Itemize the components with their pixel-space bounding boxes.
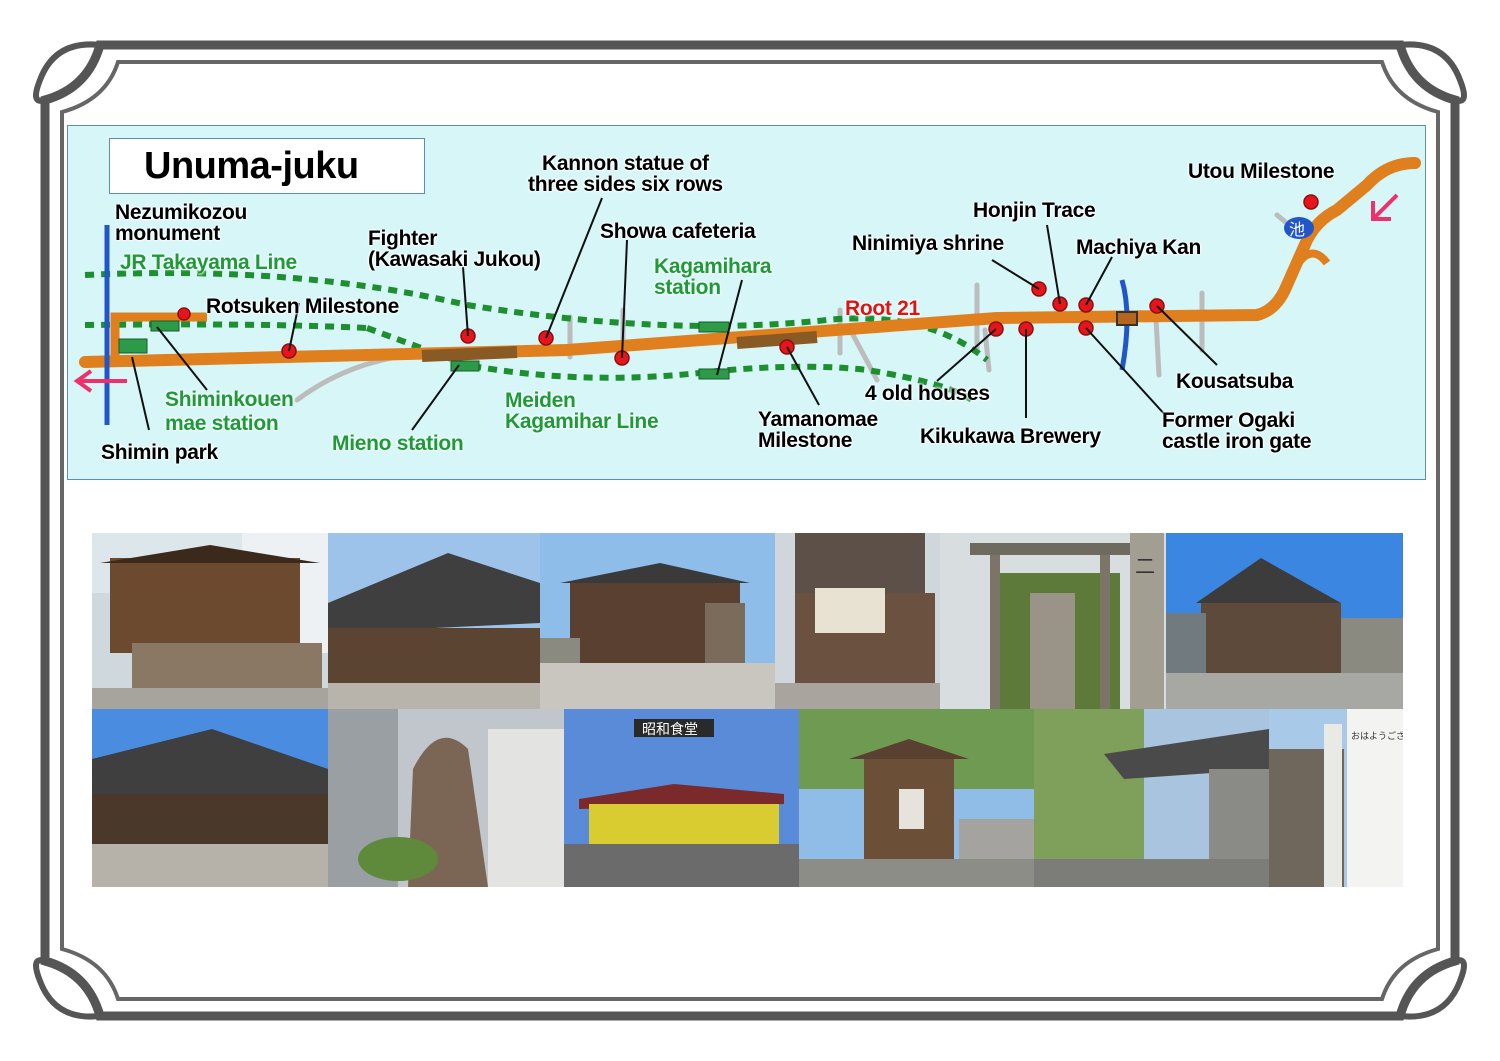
photo-kannon-stone bbox=[328, 709, 564, 887]
label-yamanomae-milestone: Yamanomae Milestone bbox=[758, 409, 878, 451]
shrine-pillar-text: 二 bbox=[1135, 554, 1155, 578]
photo-kikukawa-brewery bbox=[1166, 533, 1403, 709]
label-line: three sides six rows bbox=[528, 173, 723, 196]
photo-yamanomae-shrine bbox=[799, 709, 1034, 887]
label-line: Milestone bbox=[758, 429, 853, 452]
label-line: station bbox=[654, 276, 721, 299]
label-line: Shiminkouen bbox=[165, 388, 294, 411]
label-kikukawa-brewery: Kikukawa Brewery bbox=[920, 425, 1101, 448]
label-line: Yamanomae bbox=[758, 408, 878, 431]
label-line: castle iron gate bbox=[1162, 430, 1312, 453]
cafeteria-sign-text: 昭和食堂 bbox=[642, 721, 698, 738]
route-21-dark-section bbox=[421, 346, 518, 362]
leader-lines bbox=[131, 197, 1218, 431]
markers bbox=[177, 194, 1319, 366]
label-kannon-statue: Kannon statue of three sides six rows bbox=[528, 153, 723, 195]
label-utou-milestone: Utou Milestone bbox=[1188, 160, 1335, 183]
photo-old-house-1 bbox=[328, 533, 540, 709]
label-line: (Kawasaki Jukou) bbox=[368, 248, 541, 271]
label-route-21: Root 21 bbox=[845, 297, 920, 320]
label-shimin-park: Shimin park bbox=[101, 441, 218, 464]
label-line: monument bbox=[115, 222, 220, 245]
jr-takayama-line-lower bbox=[84, 321, 368, 331]
route-21-road bbox=[79, 157, 1421, 368]
label-line: Fighter bbox=[368, 227, 438, 250]
direction-arrow-southwest bbox=[1371, 193, 1399, 221]
label-mieno-station: Mieno station bbox=[332, 432, 464, 455]
route-21-dark-section-2 bbox=[736, 331, 818, 349]
photo-kousatsuba bbox=[92, 533, 328, 709]
bridge bbox=[1116, 311, 1138, 326]
label-former-ogaki-castle-iron-gate: Former Ogaki castle iron gate bbox=[1162, 409, 1312, 453]
direction-arrow-west bbox=[73, 369, 127, 393]
milestone-sign-text: おはようござ bbox=[1351, 730, 1403, 742]
label-fighter: Fighter (Kawasaki Jukou) bbox=[368, 228, 541, 270]
label-line: Kagamihar Line bbox=[505, 410, 659, 433]
label-shiminkouen-mae-station: Shiminkouen mae station bbox=[165, 389, 294, 434]
route-21-branch bbox=[110, 312, 207, 357]
photo-utou-milestone: おはようござ bbox=[1269, 709, 1403, 887]
photo-ogaki-castle-gate bbox=[540, 533, 775, 709]
label-line: Kagamihara bbox=[654, 255, 772, 278]
map-title-box: Unuma-juku bbox=[109, 138, 425, 194]
label-kagamihara-station: Kagamihara station bbox=[654, 255, 772, 299]
stations bbox=[118, 320, 730, 380]
label-machiya-kan: Machiya Kan bbox=[1076, 236, 1202, 259]
photo-showa-cafeteria: 昭和食堂 bbox=[564, 709, 799, 887]
route-map-graphics: 池 bbox=[73, 157, 1421, 431]
label-nezumikozou-monument: Nezumikozou monument bbox=[115, 202, 247, 244]
photo-ninimiya-shrine: 二 bbox=[940, 533, 1166, 709]
pond bbox=[1284, 217, 1314, 239]
label-line: Meiden bbox=[505, 389, 576, 412]
photo-machiya-kan bbox=[1034, 709, 1269, 887]
label-kousatsuba: Kousatsuba bbox=[1176, 370, 1294, 393]
photo-honjin-trace bbox=[775, 533, 940, 709]
photo-old-house-2 bbox=[92, 709, 328, 887]
route-loop bbox=[1293, 249, 1331, 268]
jr-takayama-line bbox=[84, 270, 989, 363]
map-title: Unuma-juku bbox=[144, 144, 359, 187]
label-ninimiya-shrine: Ninimiya shrine bbox=[852, 232, 1004, 255]
label-line: Former Ogaki bbox=[1162, 409, 1295, 432]
label-meiden-kagamihara-line: Meiden Kagamihar Line bbox=[505, 389, 659, 433]
label-honjin-trace: Honjin Trace bbox=[973, 199, 1096, 222]
label-line: Nezumikozou bbox=[115, 201, 248, 224]
label-showa-cafeteria: Showa cafeteria bbox=[600, 220, 756, 243]
label-rotsuken-milestone: Rotsuken Milestone bbox=[206, 295, 399, 318]
label-jr-takayama-line: JR Takayama Line bbox=[120, 251, 297, 274]
label-line: mae station bbox=[165, 412, 279, 435]
pond-glyph: 池 bbox=[1289, 220, 1305, 239]
label-4-old-houses: 4 old houses bbox=[865, 382, 990, 405]
label-line: Kannon statue of bbox=[542, 152, 709, 175]
